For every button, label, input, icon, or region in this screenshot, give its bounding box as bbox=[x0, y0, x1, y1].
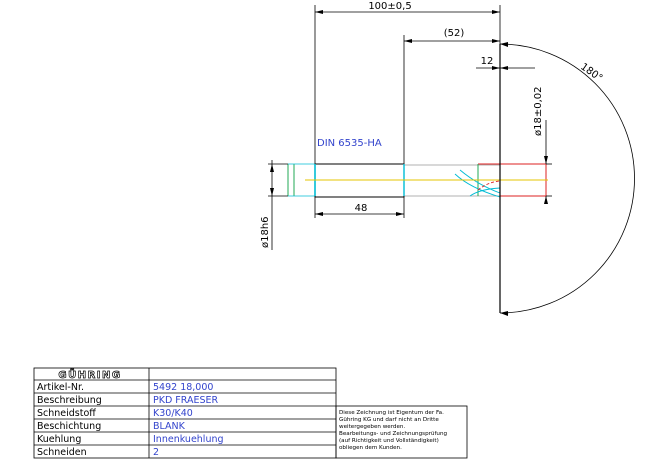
head-diameter-label: ø18±0,02 bbox=[533, 87, 544, 137]
label-schneidstoff: Schneidstoff bbox=[37, 408, 96, 419]
flute-length-label: (52) bbox=[444, 28, 465, 39]
label-schneiden: Schneiden bbox=[37, 447, 87, 458]
value-beschichtung: BLANK bbox=[153, 421, 186, 432]
notice-line: Gühring KG und darf nicht an Dritte bbox=[339, 417, 439, 423]
shank-diameter-label: ø18h6 bbox=[260, 216, 271, 248]
notice-line: Bearbeitungs- und Zeichnungsprüfung bbox=[339, 431, 448, 437]
company-logo: GÜHRING bbox=[58, 367, 121, 381]
label-artikel: Artikel-Nr. bbox=[37, 382, 84, 393]
value-schneiden: 2 bbox=[153, 447, 159, 458]
shank-length-label: 48 bbox=[355, 203, 368, 214]
angle-dimension bbox=[499, 42, 635, 316]
din-standard-label: DIN 6535-HA bbox=[317, 138, 382, 149]
angle-label: 180° bbox=[578, 61, 604, 84]
label-kuehlung: Kuehlung bbox=[37, 434, 81, 445]
notice-line: (auf Richtigkeit und Vollständigkeit) bbox=[339, 438, 439, 444]
total-length-label: 100±0,5 bbox=[368, 1, 411, 12]
notice-line: weitergegeben werden. bbox=[339, 424, 405, 430]
notice-line: obliegen dem Kunden. bbox=[339, 445, 402, 451]
value-artikel: 5492 18,000 bbox=[153, 382, 213, 393]
dimension-lines bbox=[268, 5, 547, 250]
notice-line: Diese Zeichnung ist Eigentum der Fa. bbox=[339, 410, 444, 416]
value-schneidstoff: K30/K40 bbox=[153, 408, 193, 419]
value-kuehlung: Innenkuehlung bbox=[153, 434, 224, 445]
tip-length-label: 12 bbox=[481, 56, 494, 67]
value-beschreibung: PKD FRAESER bbox=[153, 395, 219, 406]
title-block: GÜHRING Artikel-Nr. Beschreibung Schneid… bbox=[33, 367, 468, 459]
tool-body bbox=[287, 44, 552, 313]
label-beschreibung: Beschreibung bbox=[37, 395, 102, 406]
dimension-arrows bbox=[270, 10, 548, 216]
label-beschichtung: Beschichtung bbox=[37, 421, 101, 432]
